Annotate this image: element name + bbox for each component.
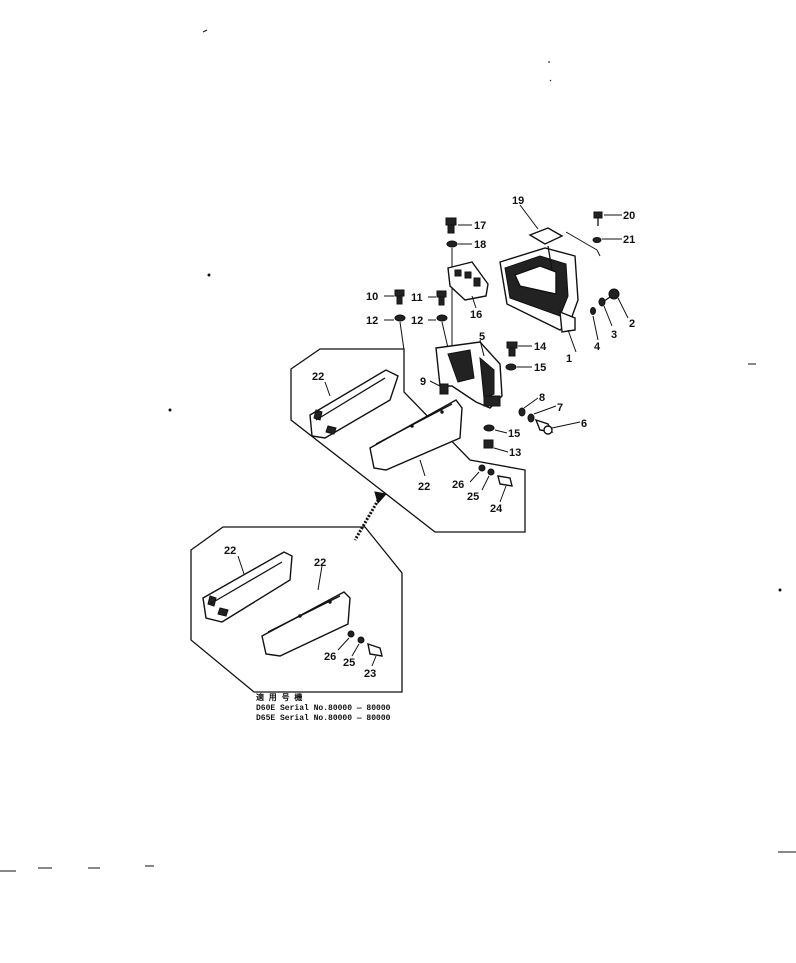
bolt-part-20 bbox=[593, 211, 622, 226]
serial-applicability-note: 適 用 号 機 D60E Serial No.80000 — 80000 D65… bbox=[256, 692, 391, 723]
label-13: 13 bbox=[509, 447, 521, 459]
washer-part-26a bbox=[469, 464, 486, 483]
label-9: 9 bbox=[420, 376, 426, 388]
note-line-d65e: D65E Serial No.80000 — 80000 bbox=[256, 714, 391, 723]
label-26a: 26 bbox=[452, 479, 464, 491]
note-heading: 適 用 号 機 bbox=[256, 692, 302, 703]
view-connector-arrow bbox=[353, 491, 387, 541]
washer-part-18 bbox=[446, 240, 472, 348]
bolt-part-17 bbox=[445, 217, 472, 234]
label-21: 21 bbox=[623, 234, 635, 246]
bolt-part-11 bbox=[428, 290, 447, 306]
washer-part-25b bbox=[351, 636, 365, 657]
label-12a: 12 bbox=[366, 315, 378, 327]
washer-part-7 bbox=[527, 405, 557, 423]
washer-part-4 bbox=[590, 307, 599, 341]
bolt-part-13 bbox=[483, 439, 509, 453]
label-12b: 12 bbox=[411, 315, 423, 327]
label-20: 20 bbox=[623, 210, 635, 222]
lower-detail-boundary bbox=[190, 526, 403, 693]
bolt-part-23 bbox=[367, 642, 383, 667]
label-16: 16 bbox=[470, 309, 482, 321]
label-24: 24 bbox=[490, 503, 503, 515]
mounting-bracket-part-5 bbox=[435, 339, 503, 409]
label-4: 4 bbox=[594, 341, 601, 353]
label-7: 7 bbox=[557, 402, 563, 414]
washer-part-12a bbox=[384, 314, 406, 351]
label-25a: 25 bbox=[467, 491, 479, 503]
washer-part-15b bbox=[483, 424, 508, 434]
label-19: 19 bbox=[512, 195, 524, 207]
label-23: 23 bbox=[364, 668, 376, 680]
part-number-labels: 1 2 3 4 5 6 7 8 9 10 11 12 12 13 14 15 1… bbox=[224, 195, 635, 680]
washer-part-12b bbox=[428, 314, 449, 349]
label-5: 5 bbox=[479, 331, 485, 343]
label-15a: 15 bbox=[534, 362, 546, 374]
label-22d: 22 bbox=[314, 557, 326, 569]
label-2: 2 bbox=[629, 318, 635, 330]
label-11: 11 bbox=[411, 292, 423, 304]
label-26b: 26 bbox=[324, 651, 336, 663]
bolt-part-10 bbox=[384, 289, 405, 305]
bolt-part-14 bbox=[506, 341, 532, 357]
housing-cover-part-1 bbox=[499, 245, 579, 333]
bolt-part-6 bbox=[534, 418, 581, 435]
label-22b: 22 bbox=[418, 481, 430, 493]
label-18: 18 bbox=[474, 239, 486, 251]
label-1: 1 bbox=[566, 353, 572, 365]
pin-part-9 bbox=[429, 380, 449, 395]
side-cover-part-22c bbox=[202, 551, 293, 623]
label-25b: 25 bbox=[343, 657, 355, 669]
washer-part-3 bbox=[598, 297, 613, 327]
washer-part-26b bbox=[337, 630, 355, 651]
label-15b: 15 bbox=[508, 428, 520, 440]
note-line-d60e: D60E Serial No.80000 — 80000 bbox=[256, 704, 391, 713]
label-8: 8 bbox=[539, 392, 545, 404]
upper-detail-boundary bbox=[290, 348, 526, 533]
side-cover-part-22b bbox=[369, 399, 463, 477]
washer-part-21 bbox=[565, 231, 622, 257]
label-22c: 22 bbox=[224, 545, 236, 557]
label-3: 3 bbox=[611, 329, 617, 341]
label-22a: 22 bbox=[312, 371, 324, 383]
label-14: 14 bbox=[534, 341, 547, 353]
label-6: 6 bbox=[581, 418, 587, 430]
label-17: 17 bbox=[474, 220, 486, 232]
bolt-part-24 bbox=[497, 475, 513, 503]
washer-part-15a bbox=[505, 363, 532, 371]
gasket-plate-part-19 bbox=[519, 204, 564, 245]
label-10: 10 bbox=[366, 291, 378, 303]
washer-part-8 bbox=[518, 397, 539, 417]
side-cover-part-22a bbox=[309, 369, 399, 439]
side-cover-part-22d bbox=[261, 565, 351, 657]
bracket-part-16 bbox=[447, 261, 489, 309]
scan-artifacts bbox=[0, 29, 796, 872]
washer-part-25a bbox=[481, 468, 495, 491]
